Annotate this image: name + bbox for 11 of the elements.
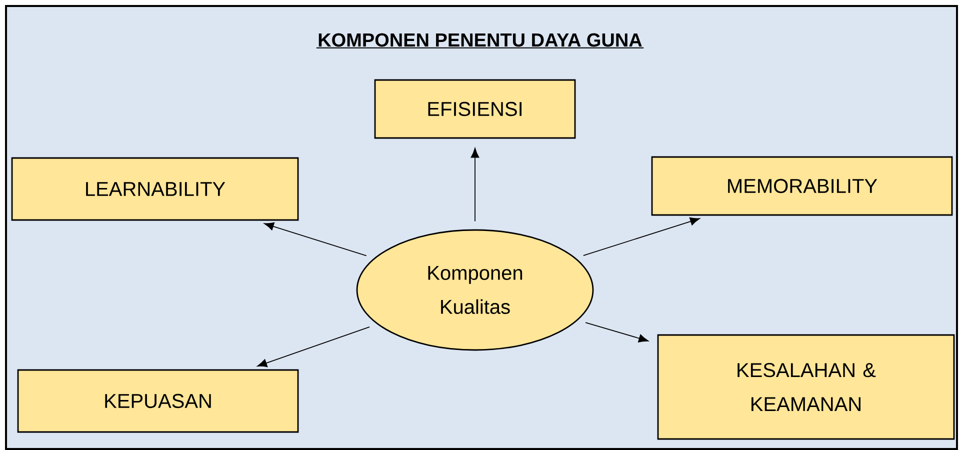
process-box: KEPUASAN bbox=[17, 369, 299, 433]
arrow bbox=[257, 326, 370, 368]
title: KOMPONEN PENENTU DAYA GUNA bbox=[316, 33, 644, 48]
arrow bbox=[585, 322, 648, 342]
arrow bbox=[264, 222, 367, 256]
arrow bbox=[582, 217, 700, 256]
process-box: MEMORABILITY bbox=[651, 156, 953, 216]
process-box: LEARNABILITY bbox=[11, 157, 299, 221]
process-box: KESALAHAN & KEAMANAN bbox=[657, 334, 955, 440]
process-box: EFISIENSI bbox=[374, 79, 576, 139]
arrow bbox=[470, 148, 480, 222]
